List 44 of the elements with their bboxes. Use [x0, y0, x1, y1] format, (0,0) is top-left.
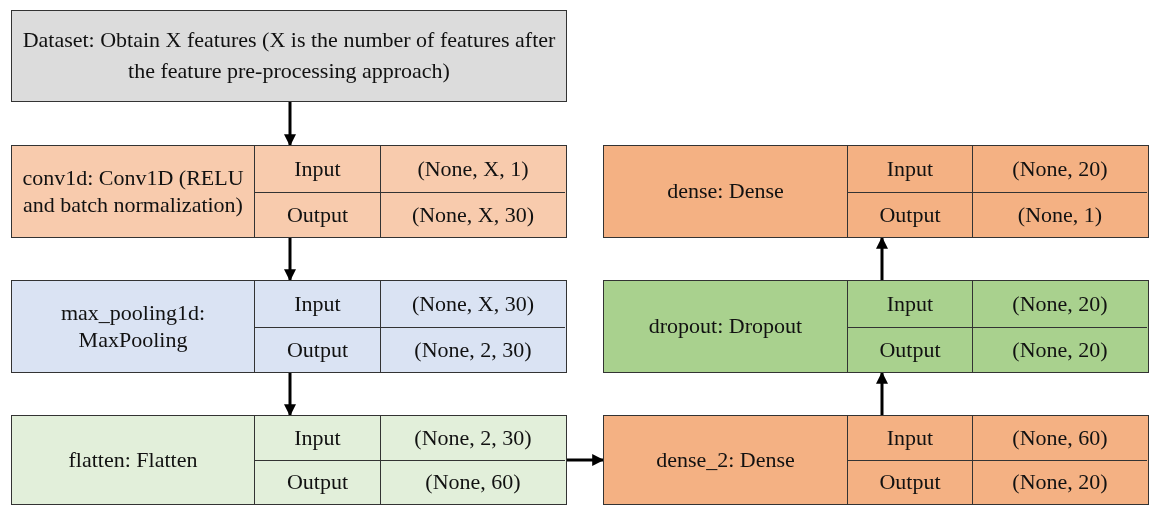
arrow	[284, 102, 296, 147]
row-header: Input	[294, 424, 341, 452]
row-header: Output	[879, 201, 941, 228]
shape-value: (None, 20)	[1012, 469, 1108, 496]
shape-value: (None, X, 1)	[417, 155, 529, 182]
box-label: Dataset: Obtain X features (X is the number of features after the feature pre-processing approach)	[21, 26, 557, 85]
layer-table	[603, 415, 1149, 505]
row-header: Input	[294, 290, 341, 317]
shape-value: (None, 60)	[425, 469, 521, 496]
row-header: Input	[294, 155, 341, 182]
row-header: Input	[886, 424, 934, 452]
row-header: Input	[886, 290, 934, 317]
layer-table	[603, 145, 1149, 238]
shape-value: (None, X, 30)	[411, 290, 535, 317]
row-header: Output	[879, 469, 941, 496]
arrow	[876, 236, 888, 280]
arrow	[284, 238, 296, 282]
layer-name: conv1d: Conv1D (RELU and batch normalization)	[21, 165, 245, 218]
process-box	[11, 10, 567, 102]
shape-value: (None, 20)	[1012, 155, 1108, 182]
arrow	[567, 454, 605, 466]
layer-name: dense_2: Dense	[656, 446, 795, 474]
arrow	[876, 371, 888, 415]
layer-table	[11, 415, 567, 505]
layer-name: dropout: Dropout	[648, 313, 803, 340]
layer-table	[11, 280, 567, 373]
shape-value: (None, 2, 30)	[414, 336, 532, 363]
row-header: Output	[286, 469, 349, 496]
row-header: Output	[879, 336, 941, 363]
shape-value: (None, 60)	[1012, 424, 1108, 452]
layer-table	[603, 280, 1149, 373]
layer-table	[11, 145, 567, 238]
shape-value: (None, 2, 30)	[414, 424, 532, 452]
arrow	[284, 373, 296, 417]
shape-value: (None, X, 30)	[411, 201, 535, 228]
shape-value: (None, 1)	[1017, 201, 1103, 228]
row-header: Output	[286, 201, 349, 228]
layer-name: dense: Dense	[667, 178, 784, 205]
layer-name: flatten: Flatten	[68, 446, 198, 474]
shape-value: (None, 20)	[1012, 290, 1108, 317]
row-header: Input	[886, 155, 934, 182]
row-header: Output	[286, 336, 349, 363]
shape-value: (None, 20)	[1012, 336, 1108, 363]
layer-name: max_pooling1d: MaxPooling	[59, 300, 207, 353]
